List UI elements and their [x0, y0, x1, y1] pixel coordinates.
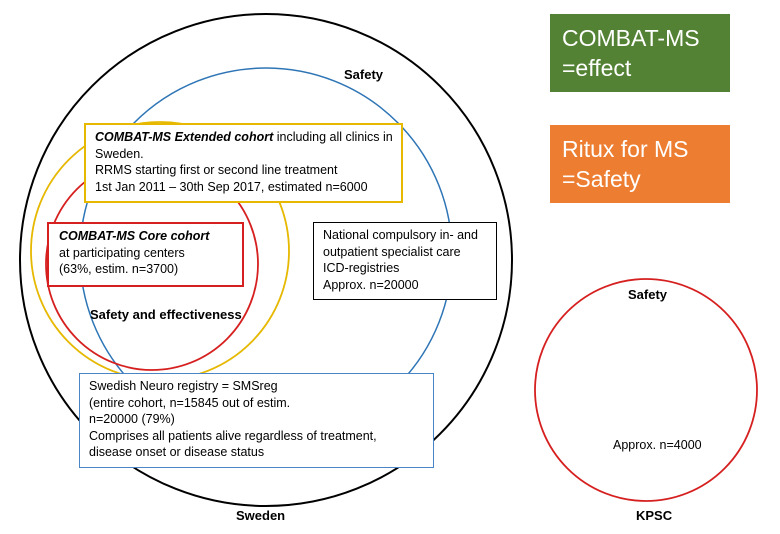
smsreg-line4: Comprises all patients alive regardless …	[89, 428, 377, 443]
ritux-badge-line2: =Safety	[562, 166, 641, 192]
smsreg-line2: (entire cohort, n=15845 out of estim.	[89, 395, 291, 410]
kpsc-label: KPSC	[636, 508, 673, 523]
core-cohort-line3: (63%, estim. n=3700)	[59, 262, 179, 276]
core-cohort-box: COMBAT-MS Core cohort at participating c…	[47, 222, 244, 287]
national-registry-box: National compulsory in- and outpatient s…	[313, 222, 497, 300]
national-registry-line3: ICD-registries	[323, 261, 400, 275]
kpsc-count-label: Approx. n=4000	[613, 438, 702, 452]
extended-cohort-title-rest: including all clinics in	[273, 130, 393, 144]
smsreg-line3: n=20000 (79%)	[89, 412, 175, 426]
extended-cohort-line4: 1st Jan 2011 – 30th Sep 2017, estimated …	[95, 179, 368, 194]
smsreg-line1: Swedish Neuro registry = SMSreg	[89, 379, 278, 393]
combat-badge-line2: =effect	[562, 55, 632, 81]
national-registry-line2: outpatient specialist care	[323, 244, 461, 259]
sweden-circle	[19, 13, 513, 507]
ritux-badge-line1: Ritux for MS	[562, 136, 689, 162]
extended-cohort-line2: Sweden.	[95, 146, 144, 161]
extended-cohort-line3: RRMS starting first or second line treat…	[95, 163, 338, 177]
extended-cohort-title-italic: COMBAT-MS Extended cohort	[95, 130, 274, 144]
kpsc-circle	[534, 278, 758, 502]
national-registry-line4: Approx. n=20000	[323, 277, 419, 292]
safety-effectiveness-label: Safety and effectiveness	[90, 307, 242, 322]
core-cohort-title: COMBAT-MS Core cohort	[59, 228, 234, 245]
extended-cohort-box: COMBAT-MS Extended cohort including all …	[84, 123, 403, 203]
ritux-ms-badge: Ritux for MS =Safety	[550, 125, 730, 203]
combat-badge-line1: COMBAT-MS	[562, 25, 700, 51]
core-cohort-title-italic: COMBAT-MS Core cohort	[59, 229, 210, 243]
combat-ms-badge: COMBAT-MS =effect	[550, 14, 730, 92]
national-registry-line1: National compulsory in- and	[323, 228, 478, 242]
extended-cohort-title: COMBAT-MS Extended cohort including all …	[95, 129, 393, 146]
core-cohort-line2: at participating centers	[59, 245, 185, 260]
kpsc-safety-label: Safety	[628, 287, 668, 302]
smsreg-box: Swedish Neuro registry = SMSreg (entire …	[79, 373, 434, 468]
sweden-label: Sweden	[236, 508, 286, 523]
smsreg-line5: disease onset or disease status	[89, 445, 265, 459]
safety-top-label: Safety	[344, 67, 384, 82]
